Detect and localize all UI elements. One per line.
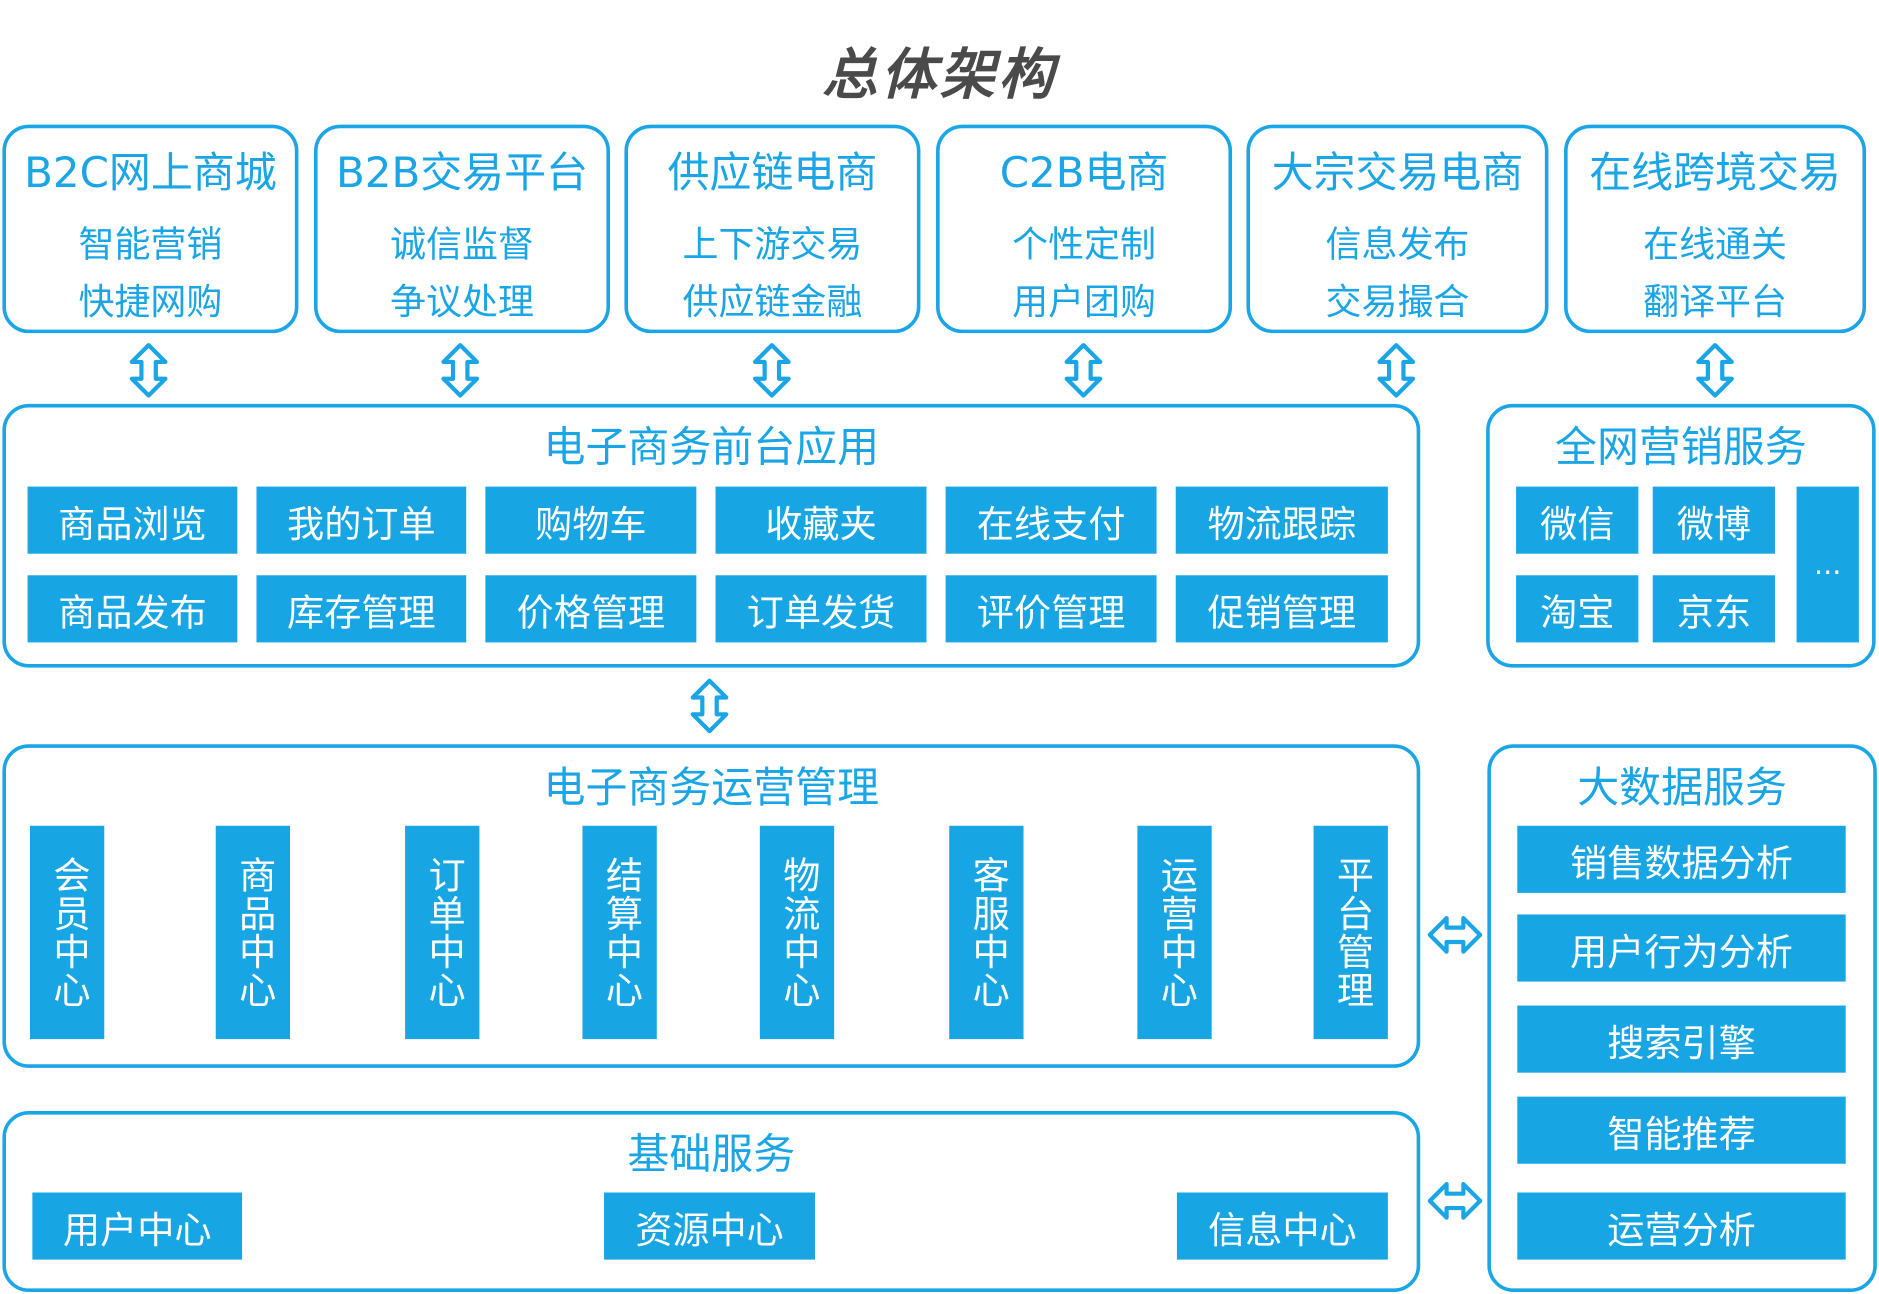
marketing-title: 全网营销服务 bbox=[1555, 424, 1807, 473]
bigdata-item: 销售数据分析 bbox=[1517, 825, 1846, 893]
frontend-title: 电子商务前台应用 bbox=[543, 424, 880, 473]
frontend-item: 商品浏览 bbox=[27, 486, 238, 554]
double-arrow-vertical-icon bbox=[690, 678, 729, 734]
module-feature: 智能营销 bbox=[78, 224, 223, 267]
operations-item: 平台管理 bbox=[1313, 825, 1388, 1040]
double-arrow-vertical-icon bbox=[129, 343, 168, 398]
frontend-item: 收藏夹 bbox=[715, 486, 927, 554]
bigdata-item: 用户行为分析 bbox=[1517, 914, 1846, 982]
frontend-item: 在线支付 bbox=[945, 486, 1157, 554]
module-feature: 信息发布 bbox=[1325, 224, 1470, 267]
double-arrow-horizontal-icon bbox=[1427, 915, 1483, 954]
bigdata-item: 运营分析 bbox=[1517, 1192, 1846, 1260]
operations-item: 客服中心 bbox=[949, 825, 1024, 1040]
module-feature: 在线通关 bbox=[1643, 224, 1787, 267]
marketing-more: ... bbox=[1796, 486, 1859, 643]
module-feature: 供应链金融 bbox=[682, 281, 863, 324]
module-supply-chain: 供应链电商 上下游交易 供应链金融 bbox=[624, 124, 921, 334]
double-arrow-vertical-icon bbox=[1696, 343, 1734, 398]
module-b2c: B2C网上商城 智能营销 快捷网购 bbox=[2, 124, 299, 334]
frontend-item: 我的订单 bbox=[256, 486, 467, 554]
marketing-item-weibo: 微博 bbox=[1652, 486, 1775, 554]
operations-item: 商品中心 bbox=[215, 825, 291, 1040]
double-arrow-horizontal-icon bbox=[1427, 1182, 1483, 1220]
double-arrow-vertical-icon bbox=[752, 343, 791, 398]
frontend-item: 价格管理 bbox=[485, 575, 697, 643]
base-item-user: 用户中心 bbox=[32, 1192, 243, 1260]
module-feature: 快捷网购 bbox=[78, 281, 223, 324]
module-title: B2B交易平台 bbox=[335, 149, 589, 198]
operations-title: 电子商务运营管理 bbox=[543, 764, 880, 813]
module-title: 供应链电商 bbox=[667, 149, 878, 198]
double-arrow-vertical-icon bbox=[441, 343, 480, 398]
module-feature: 个性定制 bbox=[1012, 224, 1156, 267]
frontend-item: 物流跟踪 bbox=[1175, 486, 1388, 554]
marketing-item-jd: 京东 bbox=[1652, 575, 1775, 643]
module-feature: 用户团购 bbox=[1012, 281, 1156, 324]
module-title: B2C网上商城 bbox=[24, 149, 277, 198]
module-feature: 上下游交易 bbox=[682, 224, 863, 267]
bigdata-item: 搜索引擎 bbox=[1517, 1005, 1846, 1073]
module-bulk-trade: 大宗交易电商 信息发布 交易撮合 bbox=[1246, 124, 1549, 334]
bigdata-title: 大数据服务 bbox=[1577, 764, 1787, 813]
frontend-item: 促销管理 bbox=[1175, 575, 1388, 643]
base-title: 基础服务 bbox=[627, 1131, 796, 1180]
marketing-item-taobao: 淘宝 bbox=[1516, 575, 1639, 643]
double-arrow-vertical-icon bbox=[1377, 343, 1416, 398]
module-title: C2B电商 bbox=[999, 149, 1169, 198]
base-item-info: 信息中心 bbox=[1176, 1192, 1388, 1260]
module-c2b: C2B电商 个性定制 用户团购 bbox=[936, 124, 1233, 334]
module-feature: 诚信监督 bbox=[390, 224, 534, 267]
diagram-title: 总体架构 bbox=[822, 41, 1058, 107]
operations-item: 结算中心 bbox=[582, 825, 657, 1040]
double-arrow-vertical-icon bbox=[1064, 343, 1103, 398]
module-feature: 争议处理 bbox=[390, 281, 534, 324]
operations-item: 运营中心 bbox=[1137, 825, 1212, 1040]
base-item-resource: 资源中心 bbox=[604, 1192, 815, 1260]
frontend-item: 库存管理 bbox=[256, 575, 467, 643]
module-b2b: B2B交易平台 诚信监督 争议处理 bbox=[314, 124, 611, 334]
module-feature: 翻译平台 bbox=[1643, 281, 1787, 324]
frontend-item: 商品发布 bbox=[27, 575, 238, 643]
module-feature: 交易撮合 bbox=[1325, 281, 1470, 324]
frontend-item: 评价管理 bbox=[945, 575, 1157, 643]
module-title: 大宗交易电商 bbox=[1271, 149, 1524, 198]
operations-item: 物流中心 bbox=[759, 825, 835, 1040]
frontend-item: 购物车 bbox=[485, 486, 697, 554]
module-title: 在线跨境交易 bbox=[1589, 149, 1841, 198]
operations-item: 会员中心 bbox=[29, 825, 105, 1040]
marketing-item-wechat: 微信 bbox=[1516, 486, 1639, 554]
bigdata-item: 智能推荐 bbox=[1517, 1096, 1846, 1164]
frontend-item: 订单发货 bbox=[715, 575, 927, 643]
operations-item: 订单中心 bbox=[405, 825, 480, 1040]
module-cross-border: 在线跨境交易 在线通关 翻译平台 bbox=[1564, 124, 1867, 334]
